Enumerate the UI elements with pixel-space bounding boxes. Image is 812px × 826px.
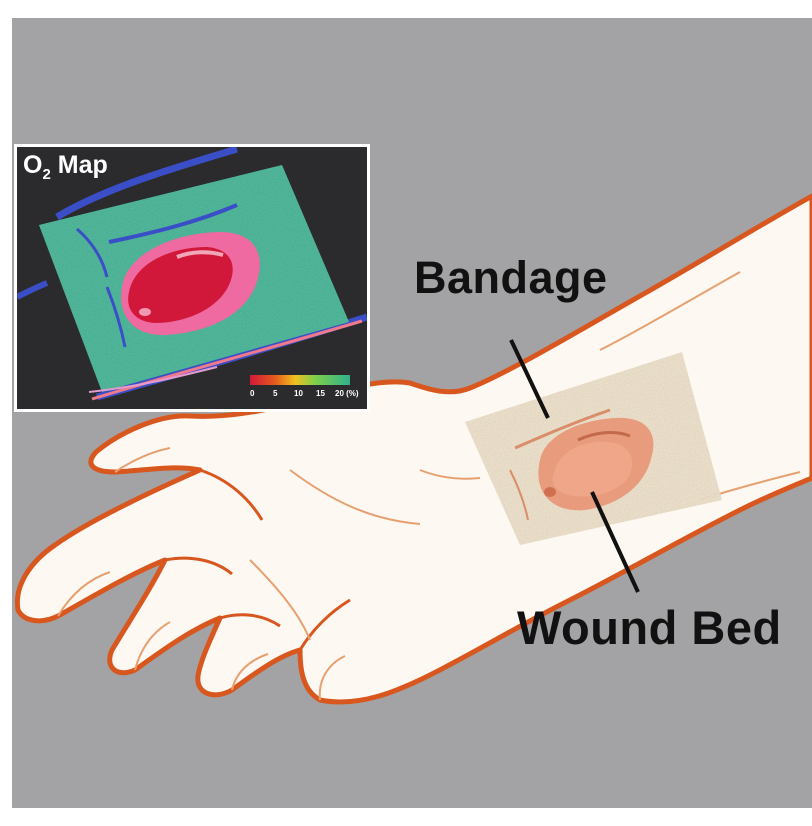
colorbar-tick-15: 15 xyxy=(316,389,325,398)
colorbar-tick-20: 20 (%) xyxy=(335,389,359,398)
colorbar-tick-10: 10 xyxy=(294,389,303,398)
colorbar-tick-5: 5 xyxy=(273,389,277,398)
o2-map-inset: O2 Map 0 5 10 15 20 (%) xyxy=(14,144,370,412)
colorbar-tick-0: 0 xyxy=(250,389,254,398)
o2-map-title-subscript: 2 xyxy=(42,166,50,183)
wound-bed-label: Wound Bed xyxy=(517,600,782,655)
o2-map-title: O2 Map xyxy=(23,151,108,183)
o2-map-title-suffix: Map xyxy=(51,151,108,179)
bandage-label: Bandage xyxy=(414,252,608,304)
o2-map-image xyxy=(17,147,367,409)
o2-map-title-main: O xyxy=(23,151,42,179)
o2-colorbar xyxy=(250,375,350,385)
